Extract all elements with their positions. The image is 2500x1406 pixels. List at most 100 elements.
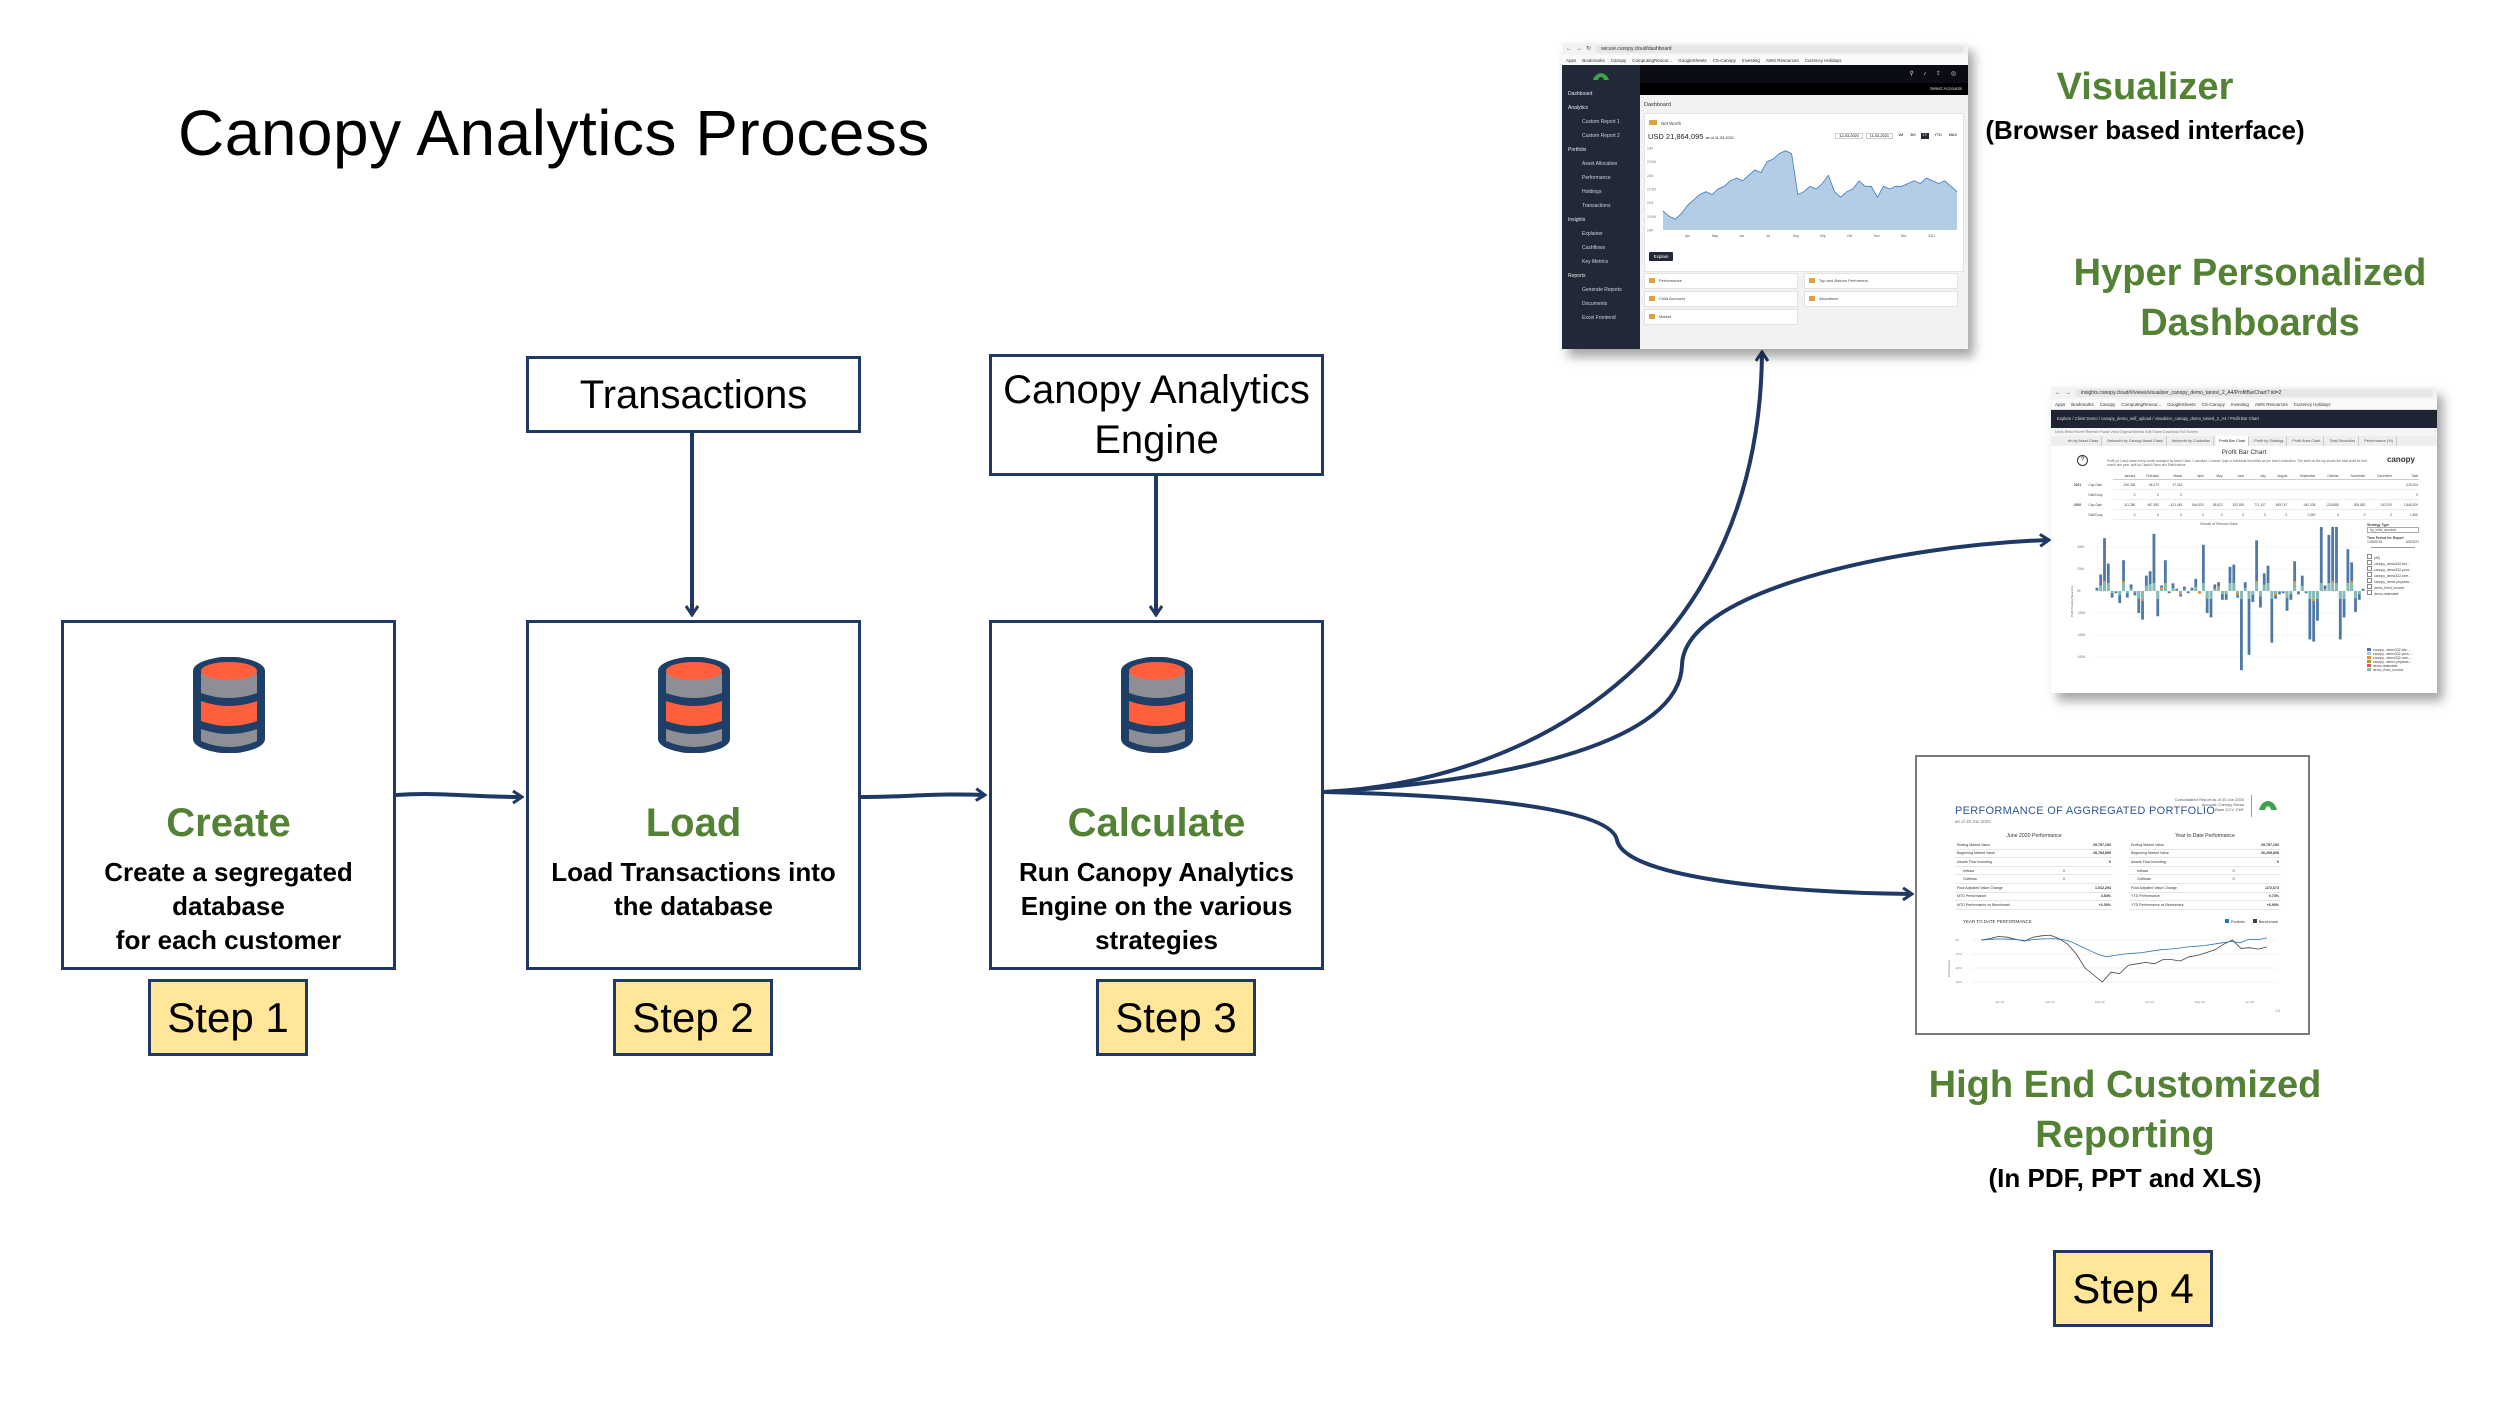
sheet-tab[interactable]: Networth by Custodian [2169,436,2215,446]
row-label: Beginning Market Value [1955,849,2062,859]
row-label: Outflows [2129,874,2231,884]
filter-checkbox[interactable]: demo-realestate [2367,590,2419,596]
help-icon[interactable]: ? [2077,455,2088,466]
bookmark-item[interactable]: Apps [2055,401,2066,407]
filter-checkbox[interactable]: (All) [2367,554,2419,560]
bookmark-item[interactable]: Bookmarks [1582,57,1605,63]
bookmark-item[interactable]: ComputingResour... [1632,57,1673,63]
sidebar-item[interactable]: Reports [1568,273,1586,279]
transactions-box: Transactions [526,356,861,433]
filter-checkbox[interactable]: canopy_demo-physeas... [2367,578,2419,584]
row-subvalue [2061,900,2073,910]
sheet-tab[interactable]: Profit by Strategy [2251,436,2288,446]
sheet-tab[interactable]: Profit Area Chart [2289,436,2325,446]
sidebar-item[interactable]: Dashboard [1568,91,1593,97]
row-label: Outflows [1955,874,2062,884]
profit-bar [2232,564,2236,591]
sheet-tab[interactable]: rth by Asset Class [2065,436,2103,446]
bookmark-item[interactable]: Investing [2230,401,2249,407]
browser-toolbar: ← → ↻ secure.canopy.cloud/dashboard [1562,43,1968,55]
sidebar-item[interactable]: Portfolio [1568,147,1587,153]
report-title: PERFORMANCE OF AGGREGATED PORTFOLIO [1955,805,2216,817]
sidebar-item[interactable]: Analytics [1568,105,1589,111]
y-tick-label: 0K [2077,589,2082,593]
bookmark-item[interactable]: Canopy [1610,57,1627,63]
filter-checkbox[interactable]: canopy_demo332-rare... [2367,572,2419,578]
range-button-max[interactable]: MAX [1948,133,1957,137]
bookmark-item[interactable]: Investing [1741,57,1760,63]
checkbox-label: canopy_demo332-bbr... [2374,562,2410,566]
widget-card[interactable]: Performance [1644,273,1798,289]
bookmark-item[interactable]: Canopy [2099,401,2116,407]
sidebar-item[interactable]: Transactions [1582,203,1611,209]
legend-label: demo_fixed_income [2373,668,2404,672]
bookmark-item[interactable]: Currency Holidays [2293,401,2331,407]
widget-card[interactable]: Allocations [1804,291,1958,307]
sheet-tab[interactable]: Performance (%) [2361,436,2397,446]
sheet-tab[interactable]: Profit Bar Chart [2216,436,2250,446]
sidebar-item[interactable]: Holdings [1582,189,1602,195]
bookmark-item[interactable]: AWS Resources [2254,401,2288,407]
strategy-type-select[interactable]: by_child_account [2367,527,2419,533]
range-button-1m[interactable]: 1M [1897,133,1904,137]
bookmark-item[interactable]: CS-Canopy [1712,57,1736,63]
sidebar-item[interactable]: Key Metrics [1582,259,1609,265]
range-button-3m[interactable]: 3M [1910,133,1916,137]
bookmark-item[interactable]: ComputingResour... [2121,401,2162,407]
sheet-tab[interactable]: Total Securities [2326,436,2360,446]
sidebar-item[interactable]: Asset Allocation [1582,161,1618,167]
widget-card[interactable]: Child Accounts [1644,291,1798,307]
widget-card[interactable]: Market [1644,309,1798,325]
profit-bar [2312,591,2316,642]
sidebar-item[interactable]: Generate Reports [1582,287,1622,293]
bookmark-item[interactable]: GoogleSheets [2167,401,2196,407]
bookmark-item[interactable]: Currency Holidays [1804,57,1842,63]
sidebar-item[interactable]: Performance [1582,175,1611,181]
profit-bar-segment [2357,591,2361,595]
legend-item: canopy...demo332-bbr-... [2367,648,2419,652]
date-from-input[interactable]: 12-03-2020 [1835,133,1863,139]
profit-bar-segment [2240,591,2243,599]
date-to-input[interactable]: 11-03-2021 [1865,133,1893,139]
range-button-1y[interactable]: 1Y [1920,133,1930,139]
value-cell: 0 [2183,509,2205,520]
bookmark-item[interactable]: CS-Canopy [2201,401,2225,407]
value-cell: -200,348 [2113,479,2137,490]
checkbox-icon [2367,578,2372,583]
sidebar-item[interactable]: Excel Frontend [1582,315,1616,321]
row-label: YTD Performance vs Benchmark [2129,900,2231,910]
profit-bar [2293,561,2297,591]
month-header: October [2316,473,2340,480]
net-worth-value: USD 21,864,095 as of 11-03-2021 [1648,132,1734,141]
bookmark-item[interactable]: AWS Resources [1765,57,1799,63]
sidebar-item[interactable]: Documents [1582,301,1608,307]
row-label: MTD Performance vs Benchmark [1955,900,2062,910]
sidebar-item[interactable]: Explainer [1582,231,1603,237]
profit-bar [2144,575,2148,591]
widget-card[interactable]: Top and Bottom Performers [1804,273,1958,289]
profit-bar [2213,584,2217,591]
profit-bar [2201,544,2205,591]
range-button-ytd[interactable]: YTD [1934,133,1942,137]
filter-checkbox[interactable]: canopy_demo332-bbr... [2367,560,2419,566]
sidebar-item[interactable]: Insights [1568,217,1586,223]
sidebar-item[interactable]: Custom Report 1 [1582,119,1620,125]
bookmark-item[interactable]: GoogleSheets [1678,57,1707,63]
value-cell: 300,882 [2339,499,2367,510]
profit-bar-segment [2331,583,2335,591]
sidebar-item[interactable]: Custom Report 2 [1582,133,1620,139]
database-icon [192,657,265,753]
chart-icon [1649,120,1657,125]
profit-bar [2175,588,2179,591]
bookmark-item[interactable]: Bookmarks [2071,401,2094,407]
sheet-tab[interactable]: Networth by Canopy Asset Class [2104,436,2167,446]
sidebar-item[interactable]: Cashflows [1582,245,1606,251]
time-slider[interactable] [2371,547,2415,548]
bookmark-item[interactable]: Apps [1566,57,1577,63]
value-cell [2204,479,2224,490]
explain-change-button[interactable]: Explain Change [1649,252,1673,268]
filter-checkbox[interactable]: demo_fixed_income [2367,584,2419,590]
filter-checkbox[interactable]: canopy_demo332-pvcs... [2367,566,2419,572]
